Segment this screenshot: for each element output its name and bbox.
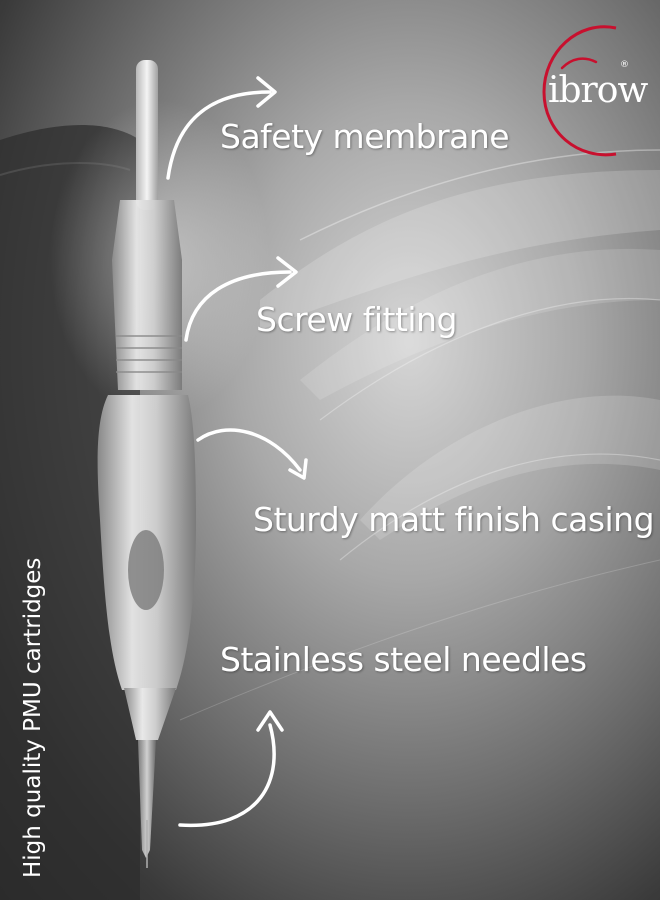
logo-text: ibrow <box>548 70 648 111</box>
feature-label-safety-membrane: Safety membrane <box>220 117 510 156</box>
brand-logo <box>542 25 617 157</box>
cartridge-neck <box>112 200 182 390</box>
feature-label-needles: Stainless steel needles <box>220 640 587 679</box>
side-caption: High quality PMU cartridges <box>20 557 46 878</box>
curved-arrow-icon <box>196 428 308 480</box>
cartridge-illustration <box>97 60 196 868</box>
membrane-tip <box>136 60 158 210</box>
registered-mark: ® <box>620 60 629 70</box>
silk-wave <box>260 170 660 330</box>
curved-arrow-icon <box>184 256 298 342</box>
feature-label-screw-fitting: Screw fitting <box>256 300 457 339</box>
curved-arrow-icon <box>166 76 277 180</box>
cartridge-window <box>128 530 164 610</box>
needle <box>138 740 156 858</box>
curved-arrow-icon <box>178 710 284 827</box>
feature-label-casing: Sturdy matt finish casing <box>253 500 655 539</box>
logo-ring <box>542 25 617 157</box>
